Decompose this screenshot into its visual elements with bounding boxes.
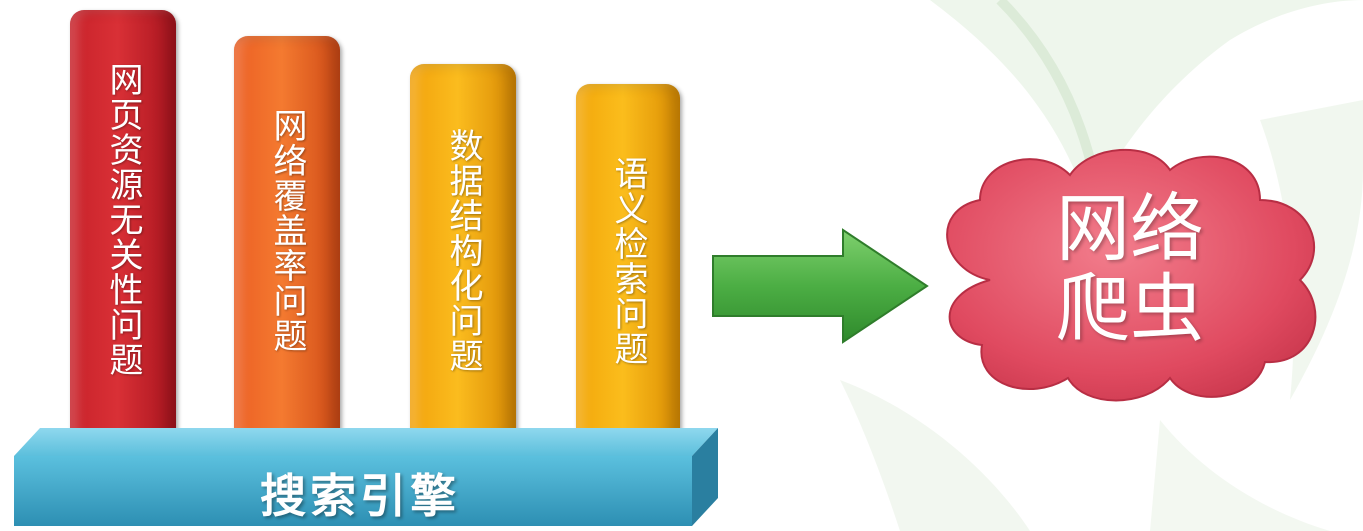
pillar-label: 网络覆盖率问题 <box>267 108 307 353</box>
web-crawler-label: 网络 爬虫 <box>1000 170 1260 370</box>
cloud-line-1: 网络 <box>1056 186 1204 273</box>
search-engine-label: 搜索引擎 <box>260 469 460 523</box>
right-arrow-icon <box>712 228 929 344</box>
pillar-label: 数据结构化问题 <box>443 128 483 373</box>
pillar-data-structuring: 数据结构化问题 <box>410 64 516 444</box>
search-engine-platform <box>14 428 718 526</box>
cloud-line-2: 爬虫 <box>1056 266 1204 352</box>
pillar-semantic-retrieval: 语义检索问题 <box>576 84 680 444</box>
pillar-label: 网页资源无关性问题 <box>103 62 143 377</box>
web-crawler-cloud <box>946 149 1317 402</box>
pillar-network-coverage: 网络覆盖率问题 <box>234 36 340 444</box>
pillar-web-resource-irrelevance: 网页资源无关性问题 <box>70 10 176 444</box>
pillar-label: 语义检索问题 <box>608 156 648 366</box>
